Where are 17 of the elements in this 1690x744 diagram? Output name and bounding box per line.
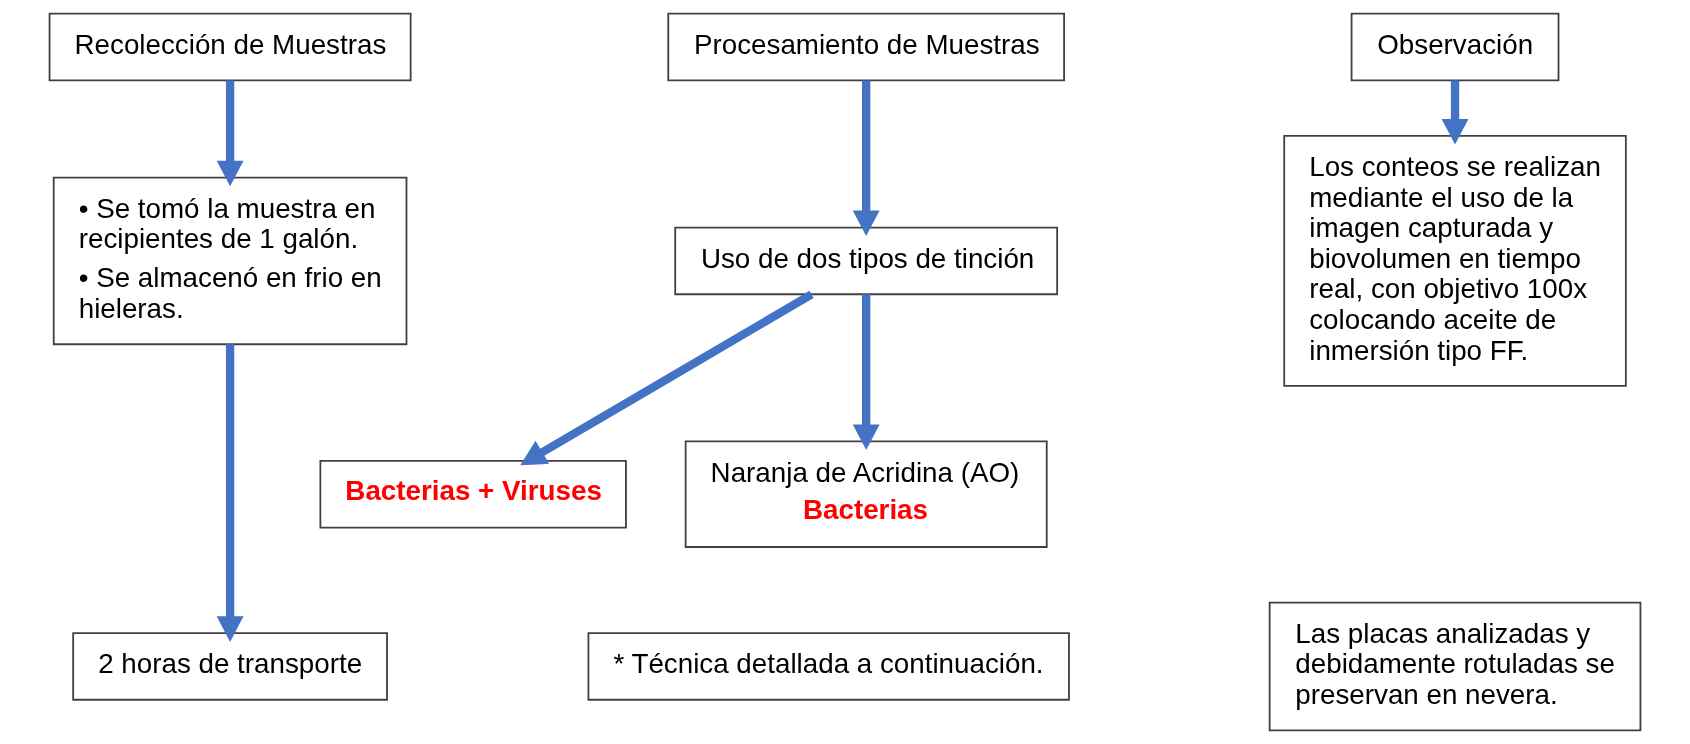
- node-box: Uso de dos tipos de tinción: [674, 226, 1059, 296]
- arrow: [1441, 80, 1469, 145]
- node-box: 2 horas de transporte: [72, 632, 388, 701]
- node-box: Naranja de Acridina (AO) Bacterias: [684, 440, 1048, 548]
- arrow: [216, 344, 244, 642]
- arrow: [852, 80, 880, 237]
- node-box: * Técnica detallada a continuación.: [587, 632, 1070, 701]
- arrow: [852, 294, 880, 451]
- node-box: Bacterias + Viruses: [319, 459, 627, 529]
- node-box: Los conteos se realizan mediante el uso de la imagen capturada y biovolumen en tiempo real, con objetivo 100x colocando aceite de inmersión tipo FF.: [1283, 135, 1627, 387]
- node-box: Procesamiento de Muestras: [667, 12, 1065, 82]
- arrow: [520, 290, 814, 466]
- node-box: Recolección de Muestras: [48, 12, 412, 82]
- node-box: Las placas analizadas y debidamente rotuladas se preservan en nevera.: [1268, 601, 1642, 732]
- node-box: Observación: [1350, 12, 1560, 82]
- node-box: • Se tomó la muestra en recipientes de 1 galón. • Se almacenó en frio en hieleras.: [52, 176, 408, 346]
- arrow: [216, 80, 244, 187]
